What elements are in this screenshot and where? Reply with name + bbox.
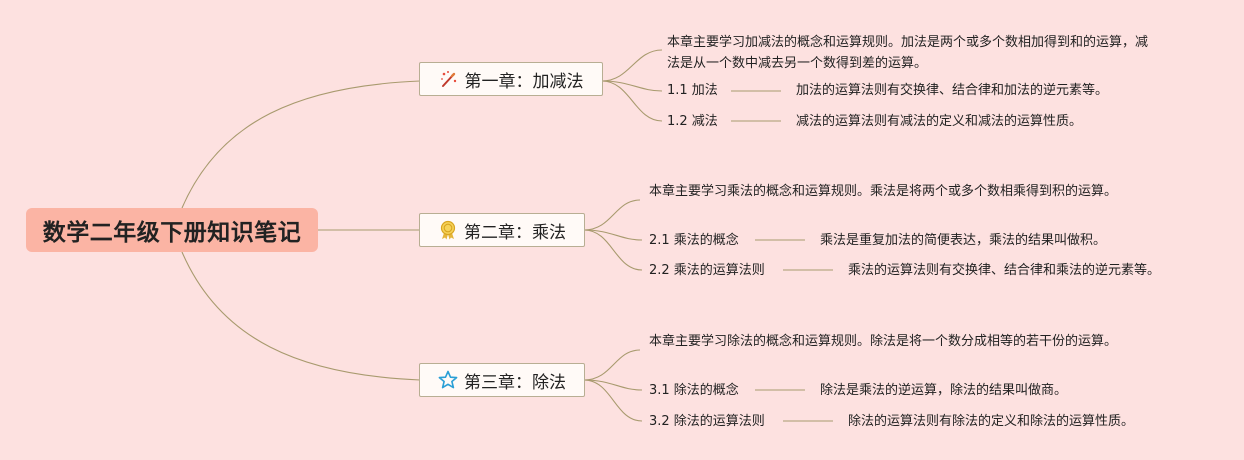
chapter-2-intro-link: [583, 199, 641, 231]
root-to-chapter-3-link: [181, 251, 421, 381]
medal-icon: [438, 220, 458, 240]
chapter-3-node[interactable]: 第三章：除法: [419, 363, 585, 397]
root-to-chapter-1-link: [181, 80, 421, 209]
root-title: 数学二年级下册知识笔记: [42, 220, 302, 246]
chapter-1-node[interactable]: 第一章：加减法: [419, 62, 603, 96]
chapter-3-intro: 本章主要学习除法的概念和运算规则。除法是将一个数分成相等的若干份的运算。: [649, 334, 1118, 349]
chapter-3-section-2-link: [583, 379, 643, 422]
chapter-1-section-1-label: 1.1 加法: [667, 83, 718, 98]
chapter-3-intro-link: [583, 349, 641, 381]
chapter-1-section-2-label: 1.2 减法: [667, 114, 718, 129]
chapter-2-intro: 本章主要学习乘法的概念和运算规则。乘法是将两个或多个数相乘得到积的运算。: [649, 184, 1118, 199]
chapter-2-section-2-label: 2.2 乘法的运算法则: [649, 263, 765, 278]
chapter-2-section-1-detail: 乘法是重复加法的简便表达，乘法的结果叫做积。: [820, 233, 1107, 248]
magic-wand-icon: [439, 69, 459, 89]
root-node[interactable]: 数学二年级下册知识笔记: [26, 208, 318, 252]
chapter-1-section-2-detail: 减法的运算法则有减法的定义和减法的运算性质。: [796, 114, 1083, 129]
chapter-2-node[interactable]: 第二章：乘法: [419, 213, 585, 247]
chapter-2-section-1-label: 2.1 乘法的概念: [649, 233, 739, 248]
chapter-3-section-1-label: 3.1 除法的概念: [649, 383, 739, 398]
chapter-3-section-1-detail: 除法是乘法的逆运算，除法的结果叫做商。: [820, 383, 1068, 398]
chapter-1-intro-link: [601, 49, 663, 82]
chapter-1-section-2-link: [601, 80, 663, 122]
star-icon: [438, 370, 458, 390]
chapter-1-section-1-link: [601, 80, 663, 92]
chapter-1-intro: 本章主要学习加减法的概念和运算规则。加法是两个或多个数相加得到和的运算，减法是从…: [667, 35, 1149, 71]
chapter-1-title: 第一章：加减法: [464, 71, 584, 92]
chapter-2-title: 第二章：乘法: [464, 222, 566, 243]
chapter-3-section-2-detail: 除法的运算法则有除法的定义和除法的运算性质。: [848, 414, 1135, 429]
chapter-3-section-2-label: 3.2 除法的运算法则: [649, 414, 765, 429]
chapter-3-title: 第三章：除法: [464, 372, 566, 393]
chapter-1-section-1-detail: 加法的运算法则有交换律、结合律和加法的逆元素等。: [796, 83, 1109, 98]
chapter-2-section-2-link: [583, 229, 643, 271]
chapter-2-section-2-detail: 乘法的运算法则有交换律、结合律和乘法的逆元素等。: [848, 263, 1161, 278]
